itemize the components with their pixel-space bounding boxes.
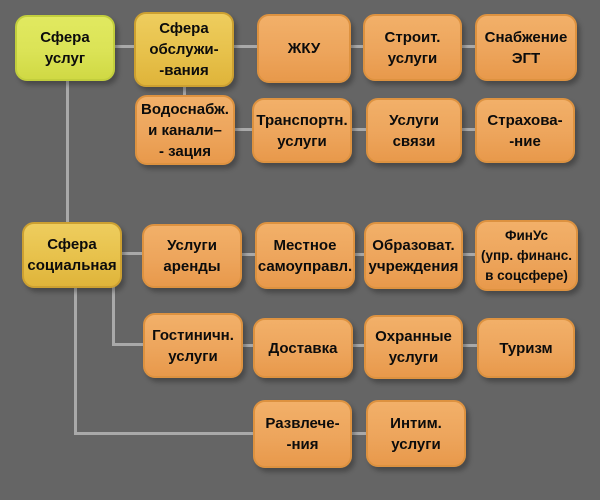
node-sfera-obsluzhivaniya-line1: Сфера — [159, 20, 209, 37]
node-sfera-obsluzhivaniya: Сфера обслужи- -вания — [134, 12, 234, 87]
connector-arendy-mestnoe — [240, 253, 256, 256]
node-ohrannye-uslugi-line2: услуги — [388, 349, 439, 366]
connector-razvlecheniya-intim — [350, 432, 367, 435]
node-intim-uslugi-line1: Интим. — [390, 414, 442, 432]
node-turizm-line1: Туризм — [499, 339, 553, 357]
node-snabzhenie-egt-line1: Снабжение — [484, 28, 568, 46]
node-zhku: ЖКУ — [257, 14, 351, 83]
node-finus-line3: в соцсфере) — [485, 267, 568, 283]
connector-uslug-obsluzhivaniya — [114, 45, 135, 48]
node-sfera-obsluzhivaniya-line3: -вания — [159, 62, 209, 79]
node-transportn-uslugi-line1: Транспортн. — [256, 111, 348, 129]
node-strahovanie-line2: -ние — [509, 132, 541, 150]
connector-obsluzhivaniya-vodosnabzh — [183, 85, 186, 97]
connector-svyazi-strahovanie — [461, 128, 476, 131]
connector-socialnaya-gostinichn-vertical — [112, 287, 115, 346]
node-strahovanie-line1: Страхова- — [487, 111, 563, 129]
connector-obsluzhivaniya-zhku — [233, 45, 258, 48]
node-intim-uslugi: Интим. услуги — [366, 400, 466, 467]
connector-transportn-svyazi — [351, 128, 367, 131]
connector-ohrannye-turizm — [462, 344, 478, 347]
node-obrazovat-uchrezhdeniya-line2: учреждения — [368, 257, 459, 275]
node-sfera-socialnaya: Сфера социальная — [22, 222, 122, 288]
node-mestnoe-samoupravl-line2: самоуправл. — [257, 257, 353, 275]
node-finus: ФинУс (упр. финанс. в соцсфере) — [475, 220, 578, 291]
connector-socialnaya-razvlecheniya-vertical — [74, 287, 77, 435]
connector-zhku-stroit — [350, 45, 364, 48]
node-sfera-uslug-line1: Сфера — [40, 29, 90, 46]
node-vodosnabzh-line1: Водоснабж. — [141, 100, 229, 118]
connector-socialnaya-razvlecheniya-horizontal — [74, 432, 254, 435]
node-mestnoe-samoupravl: Местное самоуправл. — [255, 222, 355, 289]
node-zhku-line1: ЖКУ — [287, 40, 321, 57]
node-uslugi-arendy-line2: аренды — [163, 258, 221, 275]
node-razvlecheniya-line2: -ния — [286, 436, 319, 453]
node-transportn-uslugi: Транспортн. услуги — [252, 98, 352, 163]
node-ohrannye-uslugi-line1: Охранные — [375, 328, 452, 345]
connector-vodosnabzh-transportn — [233, 128, 254, 131]
node-obrazovat-uchrezhdeniya: Образоват. учреждения — [364, 222, 463, 289]
node-sfera-socialnaya-line2: социальная — [27, 257, 117, 274]
node-uslugi-arendy: Услуги аренды — [142, 224, 242, 288]
node-intim-uslugi-line2: услуги — [391, 435, 441, 453]
node-razvlecheniya-line1: Развлече- — [265, 415, 340, 432]
connector-mestnoe-obrazovat — [354, 253, 365, 256]
node-uslugi-arendy-line1: Услуги — [167, 237, 217, 254]
node-obrazovat-uchrezhdeniya-line1: Образоват. — [372, 236, 455, 254]
node-vodosnabzh-line3: - зация — [159, 142, 211, 160]
node-mestnoe-samoupravl-line1: Местное — [273, 236, 337, 254]
node-vodosnabzh-line2: и канали– — [148, 121, 222, 139]
node-gostinichn-uslugi-line1: Гостиничн. — [152, 326, 234, 344]
node-dostavka: Доставка — [253, 318, 353, 378]
node-snabzhenie-egt-line2: ЭГТ — [511, 49, 541, 67]
connector-socialnaya-arendy — [121, 252, 143, 255]
connector-uslug-socialnaya — [66, 80, 69, 223]
node-vodosnabzh: Водоснабж. и канали– - зация — [135, 95, 235, 165]
node-stroit-uslugi-line1: Строит. — [384, 28, 441, 46]
connector-socialnaya-gostinichn-horizontal — [112, 343, 144, 346]
node-sfera-uslug: Сфера услуг — [15, 15, 115, 81]
node-turizm: Туризм — [477, 318, 575, 378]
node-dostavka-line1: Доставка — [268, 339, 338, 357]
node-gostinichn-uslugi: Гостиничн. услуги — [143, 313, 243, 378]
node-stroit-uslugi-line2: услуги — [387, 49, 438, 67]
node-finus-line1: ФинУс — [504, 227, 549, 243]
node-stroit-uslugi: Строит. услуги — [363, 14, 462, 81]
node-sfera-uslug-line2: услуг — [44, 50, 86, 67]
connector-dostavka-ohrannye — [351, 344, 365, 347]
node-finus-line2: (упр. финанс. — [480, 247, 573, 263]
node-uslugi-svyazi-line2: связи — [392, 132, 436, 150]
connector-gostinichn-dostavka — [241, 344, 254, 347]
connector-stroit-snabzhenie — [461, 45, 476, 48]
node-razvlecheniya: Развлече- -ния — [253, 400, 352, 468]
node-uslugi-svyazi-line1: Услуги — [389, 111, 439, 129]
node-uslugi-svyazi: Услуги связи — [366, 98, 462, 163]
node-strahovanie: Страхова- -ние — [475, 98, 575, 163]
node-snabzhenie-egt: Снабжение ЭГТ — [475, 14, 577, 81]
node-transportn-uslugi-line2: услуги — [277, 132, 327, 150]
node-sfera-obsluzhivaniya-line2: обслужи- — [149, 41, 219, 58]
node-gostinichn-uslugi-line2: услуги — [168, 347, 218, 365]
connector-obrazovat-finus — [462, 253, 476, 256]
node-sfera-socialnaya-line1: Сфера — [47, 236, 97, 253]
node-ohrannye-uslugi: Охранные услуги — [364, 315, 463, 379]
